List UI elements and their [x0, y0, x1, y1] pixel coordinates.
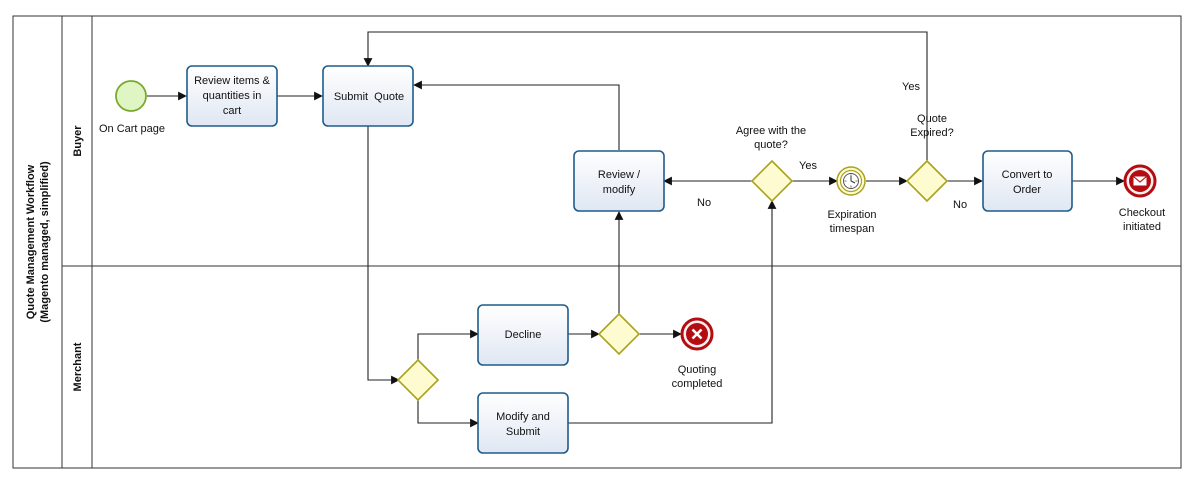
flow-gateway-to-decline	[417, 329, 479, 362]
task-modify-submit[interactable]: Modify and Submit	[477, 392, 569, 454]
cancel-end-event[interactable]: Quoting completed	[672, 317, 723, 390]
task-submit-quote-label: Submit Quote	[334, 91, 404, 103]
sequence-flows	[147, 31, 1125, 428]
start-event-label: On Cart page	[99, 123, 165, 135]
task-review-items[interactable]: Review items & quantities in cart	[186, 65, 278, 127]
start-event-circle[interactable]	[115, 80, 147, 112]
task-decline-box[interactable]	[477, 304, 569, 366]
gateway-agree-diamond[interactable]	[750, 159, 794, 203]
flow-label-agree-yes: Yes	[799, 160, 817, 172]
gateway-decline-merge[interactable]	[597, 312, 641, 356]
task-decline[interactable]: Decline	[477, 304, 569, 366]
flow-modify-to-agree	[568, 200, 777, 424]
clock-icon	[843, 173, 859, 189]
gateway-expired-line2: Expired?	[910, 127, 953, 139]
message-end-event-line1: Checkout	[1119, 207, 1165, 219]
task-submit-quote-box[interactable]	[322, 65, 414, 127]
gateway-decline-merge-diamond[interactable]	[597, 312, 641, 356]
flow-expired-yes	[363, 31, 928, 161]
flow-review-modify-to-submit	[413, 80, 620, 150]
task-submit-quote[interactable]: Submit Quote	[322, 65, 414, 127]
gateway-expired-diamond[interactable]	[905, 159, 949, 203]
cancel-icon	[686, 323, 708, 345]
task-review-modify-box[interactable]	[573, 150, 665, 212]
task-modify-submit-line2: Submit	[506, 426, 540, 438]
task-review-modify-line2: modify	[603, 184, 636, 196]
pool-title-line2: (Magento managed, simplified)	[39, 161, 51, 323]
task-review-items-line2: quantities in	[203, 90, 262, 102]
pool-title-line1: Quote Management Workflow	[25, 164, 37, 319]
timer-event-line2: timespan	[830, 223, 875, 235]
task-review-items-box[interactable]	[186, 65, 278, 127]
start-event[interactable]: On Cart page	[99, 80, 165, 135]
timer-event-line1: Expiration	[828, 209, 877, 221]
gateway-expired-line1: Quote	[917, 113, 947, 125]
message-end-event-line2: initiated	[1123, 221, 1161, 233]
task-convert-order-line1: Convert to	[1002, 169, 1053, 181]
task-convert-order-line2: Order	[1013, 184, 1041, 196]
task-review-modify[interactable]: Review / modify	[573, 150, 665, 212]
cancel-end-event-line1: Quoting	[678, 364, 717, 376]
flow-labels: Yes No Yes No	[697, 81, 967, 211]
timer-event[interactable]: Expiration timespan	[828, 166, 877, 235]
flow-label-expired-yes: Yes	[902, 81, 920, 93]
envelope-icon	[1129, 170, 1151, 192]
flow-gateway-to-modify	[417, 398, 479, 428]
lane-buyer-label: Buyer	[72, 125, 84, 157]
gateway-agree-line2: quote?	[754, 139, 788, 151]
flow-label-agree-no: No	[697, 197, 711, 209]
task-convert-order[interactable]: Convert to Order	[982, 150, 1073, 212]
gateway-agree-line1: Agree with the	[736, 125, 806, 137]
flow-submit-to-merchant-gateway	[367, 126, 400, 385]
task-review-modify-line1: Review /	[598, 169, 641, 181]
gateway-agree[interactable]: Agree with the quote?	[736, 125, 806, 203]
task-convert-order-box[interactable]	[982, 150, 1073, 212]
cancel-end-event-line2: completed	[672, 378, 723, 390]
flow-label-expired-no: No	[953, 199, 967, 211]
lane-merchant-label: Merchant	[72, 342, 84, 391]
task-decline-label: Decline	[505, 329, 542, 341]
gateway-merchant-split-diamond[interactable]	[396, 358, 440, 402]
task-modify-submit-box[interactable]	[477, 392, 569, 454]
message-end-event[interactable]: Checkout initiated	[1119, 164, 1165, 233]
gateway-expired[interactable]: Quote Expired?	[905, 113, 954, 203]
task-review-items-line1: Review items &	[194, 75, 270, 87]
task-modify-submit-line1: Modify and	[496, 411, 550, 423]
task-review-items-line3: cart	[223, 105, 241, 117]
gateway-merchant-split[interactable]	[396, 358, 440, 402]
